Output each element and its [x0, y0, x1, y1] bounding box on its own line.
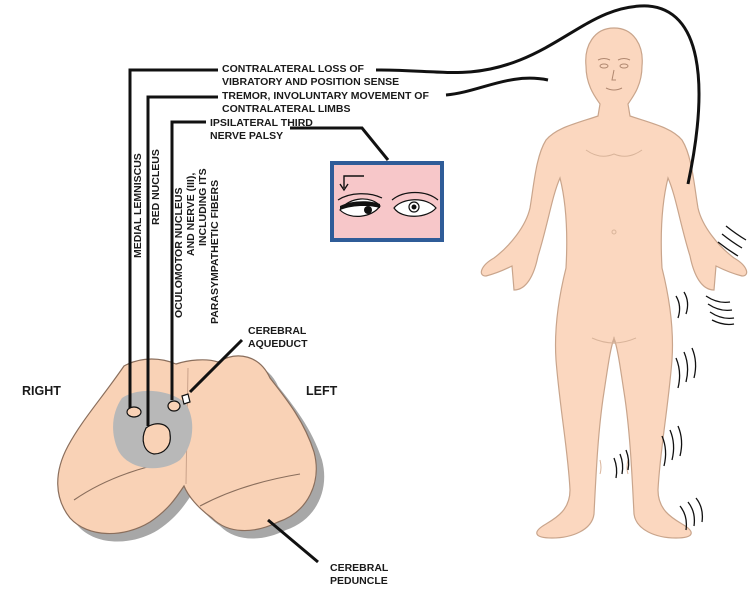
- body-contours: [585, 149, 643, 475]
- normal-eye-icon: [391, 191, 439, 217]
- cerebral-aqueduct: [181, 393, 191, 405]
- label-oculomotor-2: AND NERVE (III),: [185, 173, 197, 256]
- label-contralateral-loss-1: CONTRALATERAL LOSS OF: [222, 63, 365, 75]
- label-red-nucleus: RED NUCLEUS: [150, 149, 162, 225]
- label-third-nerve-2: NERVE PALSY: [210, 130, 283, 142]
- label-tremor-2: CONTRALATERAL LIMBS: [222, 103, 351, 115]
- human-figure: [480, 27, 748, 539]
- eye-palsy-box: [330, 161, 444, 242]
- left-arrow-icon: [339, 175, 364, 192]
- body-silhouette: [480, 27, 748, 539]
- oculomotor-nucleus: [167, 400, 181, 412]
- leader-lines: [128, 4, 701, 564]
- ptosis-eye-icon: [337, 193, 383, 217]
- label-cerebral-peduncle-1: CEREBRAL: [330, 562, 389, 574]
- label-contralateral-loss-2: VIBRATORY AND POSITION SENSE: [222, 76, 399, 88]
- midbrain-section: [57, 355, 325, 542]
- red-nucleus: [142, 423, 171, 455]
- labels: CONTRALATERAL LOSS OF VIBRATORY AND POSI…: [22, 63, 429, 587]
- face: [597, 58, 631, 91]
- label-medial-lemniscus: MEDIAL LEMNISCUS: [132, 153, 144, 258]
- label-cerebral-aqueduct-1: CEREBRAL: [248, 325, 307, 337]
- tremor-marks: [613, 225, 747, 531]
- label-oculomotor-4: PARASYMPATHETIC FIBERS: [209, 180, 221, 324]
- label-cerebral-peduncle-2: PEDUNCLE: [330, 575, 388, 587]
- label-third-nerve-1: IPSILATERAL THIRD: [210, 117, 313, 129]
- label-oculomotor-1: OCULOMOTOR NUCLEUS: [173, 188, 185, 318]
- label-tremor-1: TREMOR, INVOLUNTARY MOVEMENT OF: [222, 90, 429, 102]
- label-right: RIGHT: [22, 384, 61, 398]
- label-left: LEFT: [306, 384, 338, 398]
- label-oculomotor-3: INCLUDING ITS: [197, 168, 209, 246]
- medial-lemniscus: [126, 406, 142, 418]
- label-cerebral-aqueduct-2: AQUEDUCT: [248, 338, 308, 350]
- peduncle-contour-right: [199, 473, 301, 507]
